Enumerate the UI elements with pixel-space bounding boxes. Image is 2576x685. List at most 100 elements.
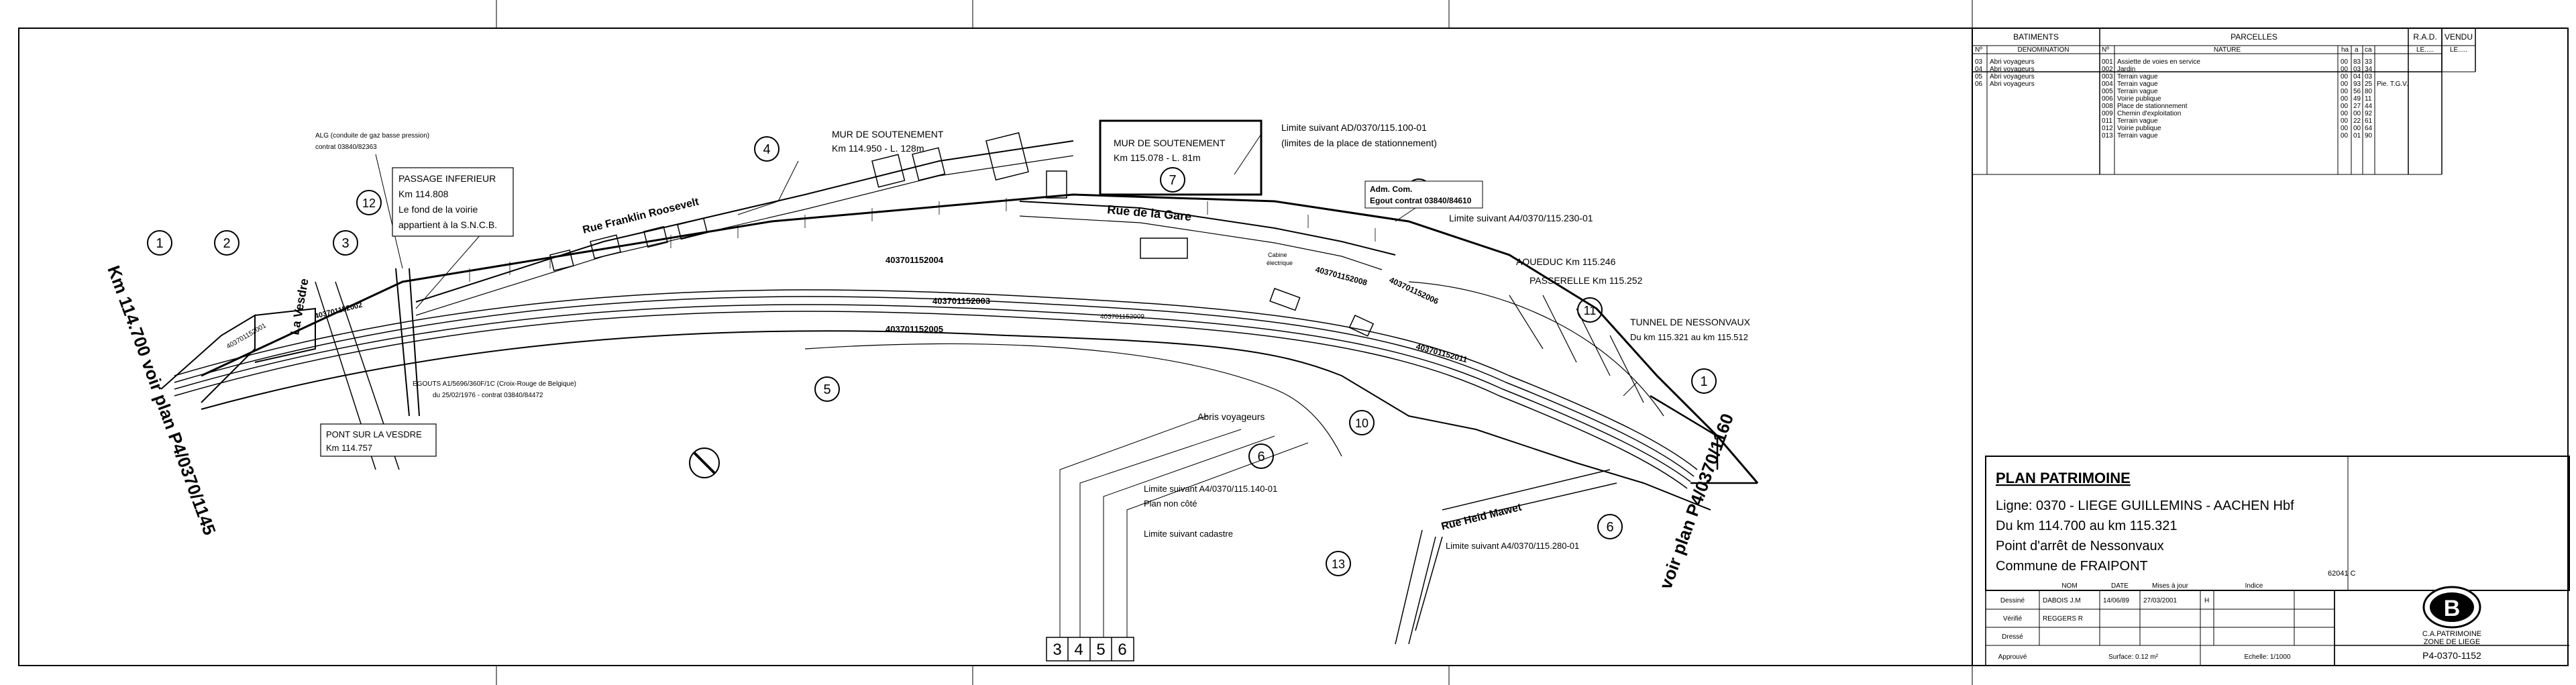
cabine-line-2: électrique	[1267, 260, 1293, 266]
mur2-line-2: Km 115.078 - L. 81m	[1114, 152, 1201, 163]
parcel-id-2009: 403701152009	[1100, 313, 1144, 321]
pont-line-2: Km 114.757	[326, 443, 372, 453]
tunnel-line-1: TUNNEL DE NESSONVAUX	[1630, 317, 1751, 327]
parcelle-nature: Terrain vague	[2117, 88, 2158, 95]
parcelle-ca: 80	[2365, 88, 2373, 95]
parcelle-ca: 11	[2365, 95, 2372, 103]
circle-label-12: 12	[362, 197, 376, 210]
road-roosevelt	[415, 140, 1074, 303]
nom-dessine: DABOIS J.M	[2043, 597, 2081, 604]
circle-label-6c: 6	[1606, 520, 1613, 535]
cartouche-h-date: DATE	[2111, 582, 2129, 590]
parcelle-ca: 03	[2365, 73, 2373, 81]
parcelle-no: 005	[2102, 88, 2113, 95]
parcelle-no: 004	[2102, 81, 2113, 88]
fold-marks	[496, 0, 1973, 685]
cartouche-h-mise: Mises à jour	[2152, 582, 2189, 590]
parcelle-nature: Chemin d'exploitation	[2117, 110, 2181, 117]
batiment-name: Abri voyageurs	[1990, 81, 2035, 88]
parcelle-ca: 92	[2365, 110, 2373, 117]
road-gare	[1019, 201, 1396, 256]
egouts-line-2: du 25/02/1976 - contrat 03840/84472	[433, 392, 543, 399]
south-bank	[804, 343, 1342, 457]
parcelle-no: 012	[2102, 125, 2113, 132]
parcelle-a: 00	[2353, 110, 2361, 117]
title-block	[1985, 456, 2570, 666]
parcelle-ca: 90	[2365, 132, 2373, 140]
circle-label-2: 2	[223, 236, 230, 251]
plan-line: Ligne: 0370 - LIEGE GUILLEMINS - AACHEN …	[1996, 498, 2294, 513]
parcelle-a: 93	[2353, 81, 2361, 88]
parcel-id-2006: 403701152006	[1388, 275, 1440, 306]
parcelle-ca: 44	[2365, 103, 2373, 110]
railway-tracks	[174, 289, 1698, 489]
buildings	[549, 131, 1375, 337]
circle-label-10: 10	[1355, 417, 1368, 430]
batiment-no: 05	[1975, 73, 1983, 81]
parcelle-nature: Voirie publique	[2117, 125, 2161, 132]
tables-panel	[1972, 28, 2443, 175]
logo-caption-1: C.A.PATRIMOINE	[2422, 630, 2481, 638]
km-right-label: voir plan P4/0370/1160	[1655, 411, 1737, 592]
plan-km: Du km 114.700 au km 115.321	[1996, 519, 2178, 533]
cabine-line-1: Cabine	[1268, 252, 1287, 258]
parcelle-nature: Jardin	[2117, 66, 2135, 73]
passage-line-2: Km 114.808	[398, 189, 449, 199]
parcelle-a: 27	[2353, 103, 2361, 110]
parcelle-nature: Assiette de voies en service	[2117, 58, 2200, 66]
parcel-id-2002: 403701152002	[314, 301, 364, 321]
limite-ad-sub-label: (limites de la place de stationnement)	[1281, 138, 1437, 148]
km-left-label: Km 114.700 voir plan P4/0370/1145	[103, 263, 220, 538]
left-parcel-outline	[160, 307, 316, 403]
parcelle-ha: 00	[2341, 58, 2349, 66]
alg-label: ALG (conduite de gaz basse pression)	[315, 132, 429, 140]
plan-number: P4-0370-1152	[2422, 650, 2481, 661]
parcel-id-2003: 403701152003	[932, 296, 990, 306]
plan-commune: Commune de FRAIPONT	[1996, 559, 2148, 574]
sheet-border	[18, 28, 2569, 666]
parcelle-a: 00	[2353, 125, 2361, 132]
limite-ad-label: Limite suivant AD/0370/115.100-01	[1281, 122, 1427, 133]
box-6: 6	[1118, 641, 1126, 659]
parcelle-a: 04	[2353, 73, 2361, 81]
parcelle-nature: Terrain vague	[2117, 73, 2158, 81]
col-ha: ha	[2341, 46, 2349, 54]
tunnel-portal	[1650, 394, 1758, 484]
col-no-1: Nº	[1975, 46, 1982, 54]
role-approuve: Approuvé	[1998, 653, 2027, 661]
limite-140-line-1: Limite suivant A4/0370/115.140-01	[1144, 484, 1277, 494]
parcelle-ha: 00	[2341, 88, 2349, 95]
parcelle-no: 006	[2102, 95, 2113, 103]
parcelle-note: Pie. T.G.V.	[2377, 81, 2408, 88]
circle-label-6b: 6	[1257, 450, 1265, 464]
passerelle-label: PASSERELLE Km 115.252	[1529, 275, 1643, 286]
passage-line-1: PASSAGE INFERIEUR	[398, 173, 496, 184]
box-3: 3	[1053, 641, 1061, 659]
limite-230-label: Limite suivant A4/0370/115.230-01	[1449, 213, 1593, 223]
col-no-2: Nº	[2102, 46, 2109, 54]
circle-marker	[147, 136, 1717, 576]
limite-cadastre-label: Limite suivant cadastre	[1144, 529, 1233, 539]
parcelle-ca: 25	[2365, 81, 2373, 88]
parcelle-ca: 64	[2365, 125, 2373, 132]
parcelle-ha: 00	[2341, 81, 2349, 88]
bridge-lines	[395, 268, 420, 417]
parcelle-ca: 34	[2365, 66, 2373, 73]
circle-label-1: 1	[156, 236, 163, 251]
title-texts: PLAN PATRIMOINE Ligne: 0370 - LIEGE GUIL…	[1996, 470, 2481, 661]
parcelle-no: 011	[2102, 117, 2112, 125]
hillside-right	[1408, 281, 1664, 417]
parcelle-no: 009	[2102, 110, 2113, 117]
role-dessine: Dessiné	[2000, 597, 2025, 604]
circle-label-3: 3	[341, 236, 349, 251]
parcelle-ca: 61	[2365, 117, 2373, 125]
rad-title: R.A.D.	[2413, 32, 2436, 42]
parcelle-nature: Voirie publique	[2117, 95, 2161, 103]
parcelle-ha: 00	[2341, 73, 2349, 81]
gare-label: Rue de la Gare	[1107, 203, 1192, 223]
cartouche-h-nom: NOM	[2061, 582, 2077, 590]
mur2-line-1: MUR DE SOUTENEMENT	[1114, 138, 1226, 148]
parcelles-title: PARCELLES	[2231, 32, 2277, 42]
